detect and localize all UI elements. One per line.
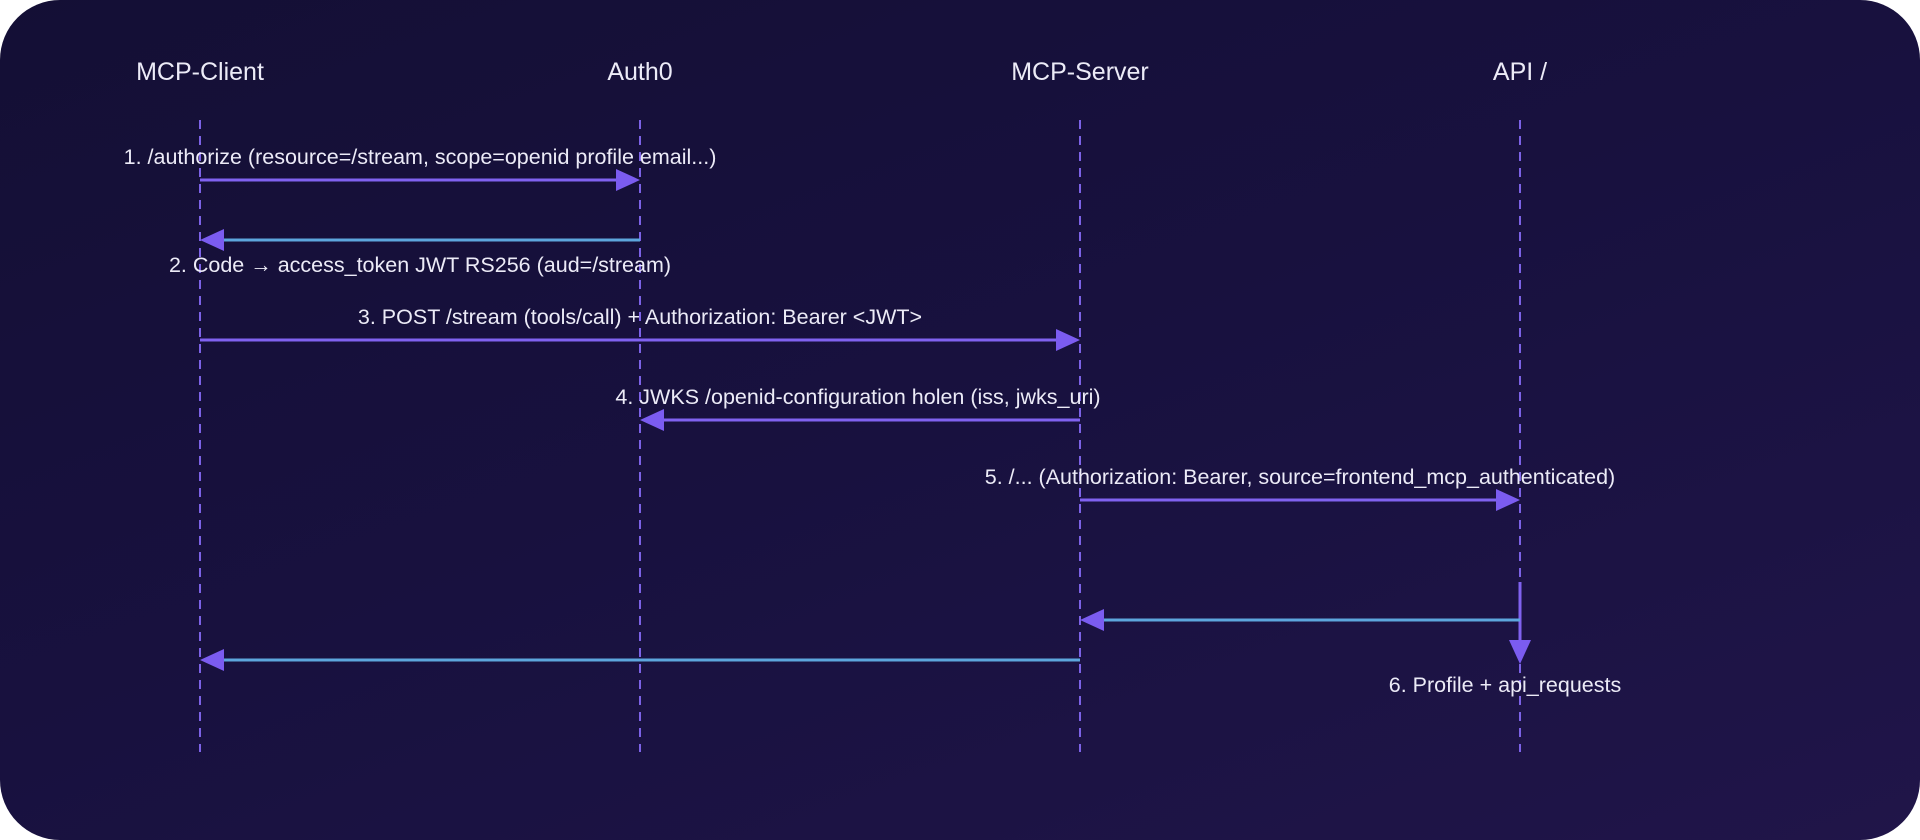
- arrowhead-icon: [616, 169, 640, 191]
- message-4: 4. JWKS /openid-configuration holen (iss…: [615, 385, 1101, 431]
- message-6: 6. Profile + api_requests: [1389, 582, 1621, 697]
- message-label-2: 2. Code → access_token JWT RS256 (aud=/s…: [169, 253, 671, 277]
- arrowhead-icon: [200, 649, 224, 671]
- message-7: [1080, 609, 1520, 631]
- participant-label-server: MCP-Server: [1011, 58, 1149, 86]
- arrowhead-icon: [1509, 640, 1531, 664]
- message-label-5: 5. /... (Authorization: Bearer, source=f…: [985, 465, 1615, 489]
- messages: 1. /authorize (resource=/stream, scope=o…: [124, 145, 1622, 697]
- message-label-1: 1. /authorize (resource=/stream, scope=o…: [124, 145, 717, 169]
- participant-label-api: API /: [1493, 58, 1547, 86]
- message-3: 3. POST /stream (tools/call) + Authoriza…: [200, 305, 1080, 351]
- arrowhead-icon: [1080, 609, 1104, 631]
- participant-label-auth0: Auth0: [607, 58, 672, 86]
- lifelines: [199, 120, 1521, 752]
- arrowhead-icon: [1496, 489, 1520, 511]
- message-1: 1. /authorize (resource=/stream, scope=o…: [124, 145, 717, 191]
- message-label-6: 6. Profile + api_requests: [1389, 673, 1621, 697]
- message-label-3: 3. POST /stream (tools/call) + Authoriza…: [358, 305, 922, 329]
- participant-labels: MCP-Client Auth0 MCP-Server API /: [136, 58, 1547, 86]
- message-8: [200, 649, 1080, 671]
- arrowhead-icon: [200, 229, 224, 251]
- message-2: 2. Code → access_token JWT RS256 (aud=/s…: [169, 229, 671, 277]
- participant-label-client: MCP-Client: [136, 58, 264, 86]
- arrowhead-icon: [640, 409, 664, 431]
- message-label-4: 4. JWKS /openid-configuration holen (iss…: [615, 385, 1100, 409]
- message-5: 5. /... (Authorization: Bearer, source=f…: [985, 465, 1615, 511]
- arrowhead-icon: [1056, 329, 1080, 351]
